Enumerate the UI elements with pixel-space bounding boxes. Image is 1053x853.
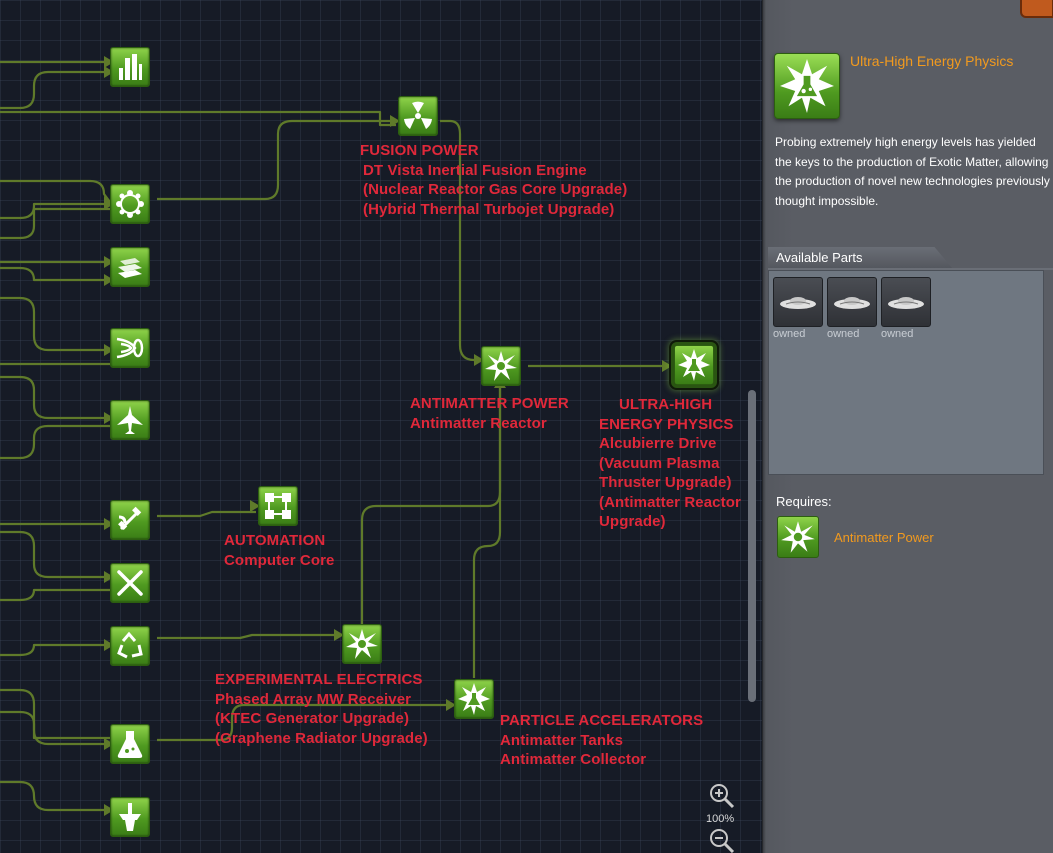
requires-label: Requires: (776, 494, 832, 509)
tech-node-structural[interactable] (110, 47, 150, 87)
annotation-line: (Graphene Radiator Upgrade) (215, 729, 428, 747)
saucer-part-icon (780, 297, 816, 309)
annotation-ultra-high-energy-physics: ULTRA-HIGH ENERGY PHYSICS Alcubierre Dri… (599, 395, 741, 532)
annotation-experimental-electrics: EXPERIMENTAL ELECTRICS Phased Array MW R… (215, 670, 428, 748)
tech-node-automation[interactable] (258, 486, 298, 526)
annotation-line: (Hybrid Thermal Turbojet Upgrade) (363, 200, 615, 218)
satellite-icon (118, 506, 142, 531)
panel-corner-tab[interactable] (1020, 0, 1053, 18)
tech-node-experimental-electrics[interactable] (342, 624, 382, 664)
annotation-line: (Nuclear Reactor Gas Core Upgrade) (363, 181, 628, 198)
annotation-title: ULTRA-HIGH (619, 396, 713, 413)
recycle-icon (117, 631, 143, 659)
annotation-particle-accelerators: PARTICLE ACCELERATORS Antimatter Tanks A… (500, 711, 703, 770)
tech-node-antimatter-power[interactable] (481, 346, 521, 386)
tech-node-hypersonic[interactable] (110, 328, 150, 368)
zoom-out-icon[interactable] (708, 827, 736, 853)
radiation-icon (404, 101, 432, 129)
saucer-part-icon (888, 297, 924, 309)
tech-node-recycling[interactable] (110, 626, 150, 666)
part-slot[interactable] (773, 277, 823, 327)
flask-icon (117, 731, 143, 758)
tech-node-communications[interactable] (110, 500, 150, 540)
flask-burst-icon (678, 349, 710, 381)
intake-icon (116, 337, 144, 359)
zoom-level: 100% (706, 813, 735, 825)
tech-tree-connections (0, 56, 672, 816)
tech-node-aerospace[interactable] (110, 400, 150, 440)
annotation-line: (Antimatter Reactor (599, 493, 741, 511)
available-parts-tab[interactable]: Available Parts (768, 247, 953, 269)
annotation-line: Alcubierre Drive (599, 435, 717, 452)
tech-node-particle-accelerators[interactable] (454, 679, 494, 719)
repair-icon (117, 570, 143, 596)
flask-burst-icon (780, 59, 834, 113)
annotation-title: EXPERIMENTAL ELECTRICS (215, 671, 423, 688)
annotation-title: FUSION POWER (360, 142, 479, 159)
annotation-line: Antimatter Collector (500, 751, 647, 768)
network-icon (116, 190, 144, 218)
tech-node-propulsion[interactable] (110, 797, 150, 837)
selected-tech-description: Probing extremely high energy levels has… (775, 135, 1050, 208)
annotation-line: Thruster Upgrade) (599, 474, 732, 491)
annotation-line: (Vacuum Plasma (599, 454, 720, 472)
circuit-icon (265, 493, 291, 519)
annotation-line: DT Vista Inertial Fusion Engine (363, 161, 587, 179)
annotation-automation: AUTOMATION Computer Core (224, 531, 334, 570)
tech-node-science[interactable] (110, 724, 150, 764)
part-status: owned (773, 328, 806, 340)
aircraft-icon (117, 406, 143, 434)
required-tech-name[interactable]: Antimatter Power (834, 530, 934, 545)
tech-node-networking[interactable] (110, 184, 150, 224)
tech-tree-view[interactable]: FUSION POWER DT Vista Inertial Fusion En… (0, 0, 762, 853)
tree-scrollbar[interactable] (748, 390, 756, 702)
part-slot[interactable] (881, 277, 931, 327)
annotation-line: Upgrade) (599, 513, 666, 530)
tab-underline (768, 268, 1053, 270)
part-icon (119, 803, 141, 831)
tech-node-ultra-high-energy-physics[interactable] (671, 342, 717, 388)
annotation-title: ANTIMATTER POWER (410, 395, 569, 412)
part-status: owned (827, 328, 860, 340)
tech-node-materials[interactable] (110, 247, 150, 287)
annotation-title: ENERGY PHYSICS (599, 415, 734, 433)
selected-tech-title: Ultra-High Energy Physics (850, 53, 1014, 69)
annotation-antimatter-power: ANTIMATTER POWER Antimatter Reactor (410, 394, 569, 433)
annotation-line: Phased Array MW Receiver (215, 690, 412, 708)
annotation-line: Computer Core (224, 551, 335, 569)
annotation-line: Antimatter Tanks (500, 731, 624, 749)
annotation-title: AUTOMATION (224, 532, 326, 549)
tech-node-field-repair[interactable] (110, 563, 150, 603)
annotation-line: Antimatter Reactor (410, 414, 547, 432)
flask-burst-icon (458, 683, 490, 715)
part-slot[interactable] (827, 277, 877, 327)
tech-node-fusion-power[interactable] (398, 96, 438, 136)
burst-icon (781, 521, 815, 553)
burst-icon (346, 629, 378, 659)
saucer-part-icon (834, 297, 870, 309)
zoom-in-icon[interactable] (708, 782, 736, 810)
burst-icon (485, 351, 517, 381)
annotation-line: (KTEC Generator Upgrade) (215, 710, 410, 727)
selected-tech-icon (774, 53, 840, 119)
annotation-title: PARTICLE ACCELERATORS (500, 712, 704, 729)
plates-icon (118, 258, 142, 278)
annotation-fusion-power: FUSION POWER DT Vista Inertial Fusion En… (360, 141, 627, 219)
part-status: owned (881, 328, 914, 340)
tower-icon (119, 54, 142, 80)
required-tech-icon[interactable] (777, 516, 819, 558)
